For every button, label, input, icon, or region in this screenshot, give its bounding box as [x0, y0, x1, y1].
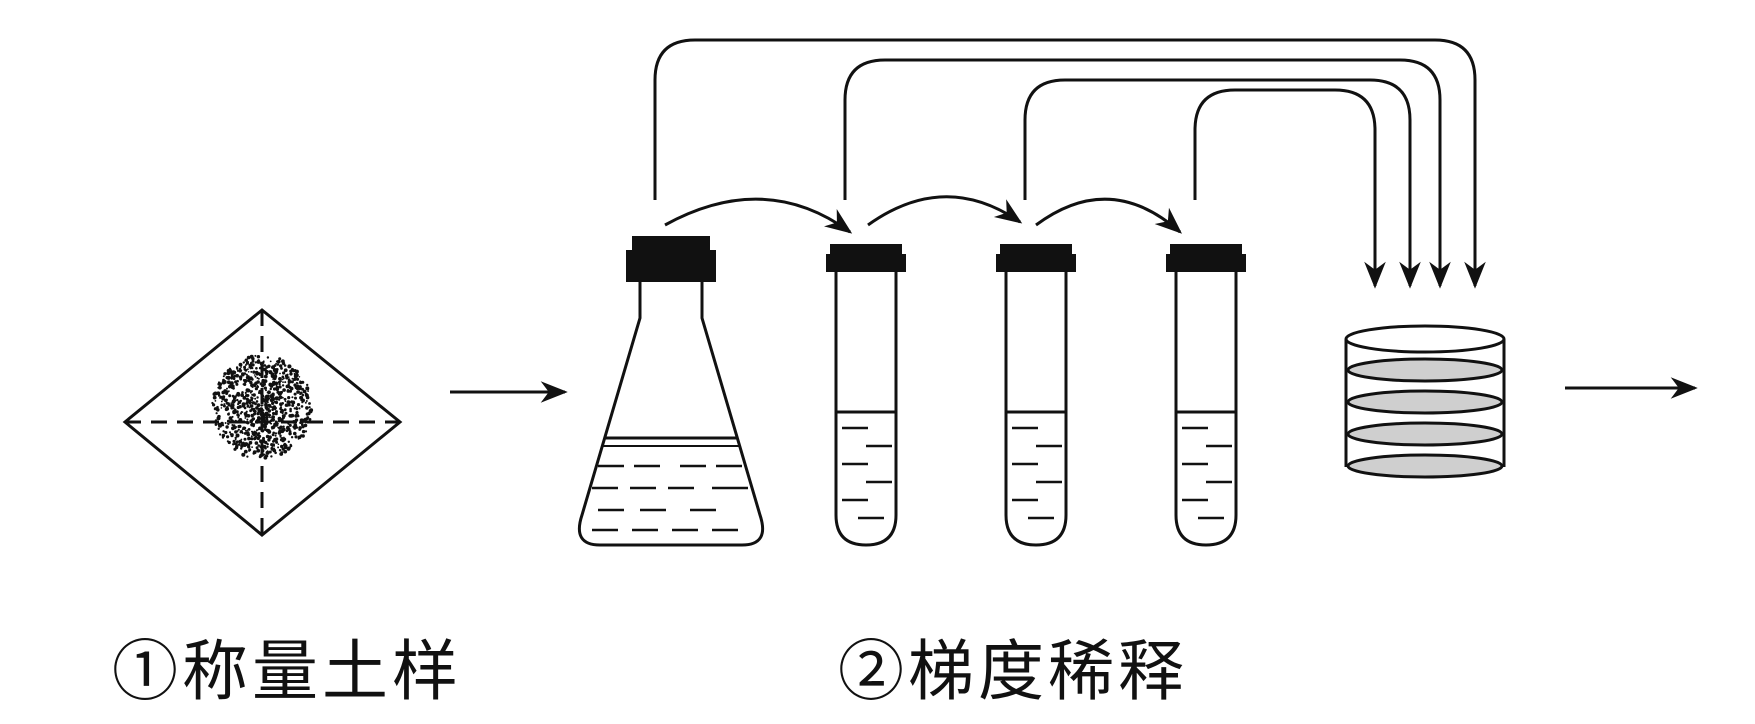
plating-line-flask: [653, 38, 1486, 289]
culture-plate-4: [1346, 453, 1504, 479]
step2-label: ②梯度稀释: [838, 633, 1188, 710]
transfer-arrow-flask-to-tube1: [664, 197, 853, 234]
plating-line-tube2: [1023, 78, 1421, 289]
test-tube-3: [1166, 244, 1246, 547]
culture-plate-2: [1346, 389, 1504, 415]
culture-plate-3: [1346, 421, 1504, 447]
step1-label: ①称量土样: [112, 633, 462, 710]
test-tube-1: [826, 244, 906, 547]
transfer-arrow-tube2-to-tube3: [1035, 197, 1183, 234]
plating-line-tube3: [1193, 88, 1386, 289]
soil-sample-pile: [211, 354, 314, 460]
transfer-arrow-tube1-to-tube2: [867, 195, 1023, 227]
culture-plates-stack: [1344, 324, 1506, 479]
erlenmeyer-flask: [577, 236, 765, 547]
weighing-paper: [122, 308, 403, 537]
plating-line-tube1: [843, 58, 1451, 289]
culture-plate-1: [1346, 357, 1504, 383]
test-tube-2: [996, 244, 1076, 547]
